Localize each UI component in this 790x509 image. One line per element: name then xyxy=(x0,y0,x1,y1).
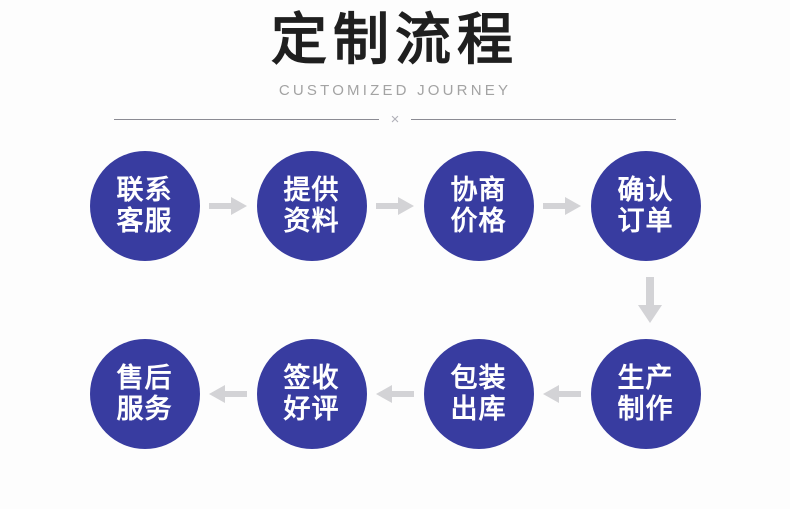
flow-node-label-line1: 售后 xyxy=(116,363,173,394)
flow-node-label-line2: 资料 xyxy=(283,206,340,237)
arrow-left-icon xyxy=(534,381,591,407)
flow-node-label-line2: 客服 xyxy=(116,206,173,237)
flow-node-label-line2: 订单 xyxy=(617,206,674,237)
flow-node-label-line2: 好评 xyxy=(283,394,340,425)
flow-connector xyxy=(0,261,790,339)
arrow-right-icon xyxy=(534,193,591,219)
arrow-right-icon xyxy=(367,193,424,219)
flow-node-label-line1: 协商 xyxy=(450,175,507,206)
flow-node-label-line1: 签收 xyxy=(283,363,340,394)
page-header: 定制流程 CUSTOMIZED JOURNEY × xyxy=(0,0,790,127)
divider-line-right xyxy=(411,119,677,120)
flow-node-sign-and-review[interactable]: 签收 好评 xyxy=(256,339,367,449)
flow-node-confirm-order[interactable]: 确认 订单 xyxy=(590,151,701,261)
flow-row-1: 联系 客服 提供 资料 协商 价格 确认 订单 xyxy=(0,151,790,261)
page-title: 定制流程 xyxy=(271,8,519,73)
flow-node-label-line1: 提供 xyxy=(283,175,340,206)
flow-node-label-line1: 联系 xyxy=(116,175,173,206)
divider-line-left xyxy=(114,119,379,120)
divider-cross-icon: × xyxy=(390,111,400,128)
arrow-right-icon xyxy=(200,193,257,219)
page-subtitle: CUSTOMIZED JOURNEY xyxy=(278,82,512,99)
flow-node-after-sales-service[interactable]: 售后 服务 xyxy=(89,339,200,449)
flow-node-label-line2: 出库 xyxy=(450,394,507,425)
divider: × xyxy=(114,111,677,128)
flow-node-label-line2: 制作 xyxy=(617,394,674,425)
process-flow: 联系 客服 提供 资料 协商 价格 确认 订单 xyxy=(0,151,790,449)
flow-node-packaging-shipment[interactable]: 包装 出库 xyxy=(423,339,534,449)
arrow-left-icon xyxy=(367,381,424,407)
flow-node-label-line1: 确认 xyxy=(617,175,674,206)
flow-node-label-line1: 生产 xyxy=(617,363,674,394)
flow-node-negotiate-price[interactable]: 协商 价格 xyxy=(423,151,534,261)
flow-node-label-line2: 服务 xyxy=(116,394,173,425)
arrow-down-icon xyxy=(637,277,663,323)
flow-node-label-line2: 价格 xyxy=(450,206,507,237)
flow-node-contact-service[interactable]: 联系 客服 xyxy=(89,151,200,261)
arrow-left-icon xyxy=(200,381,257,407)
flow-node-label-line1: 包装 xyxy=(450,363,507,394)
flow-node-provide-materials[interactable]: 提供 资料 xyxy=(256,151,367,261)
flow-node-production[interactable]: 生产 制作 xyxy=(590,339,701,449)
flow-row-2: 售后 服务 签收 好评 包装 出库 生产 制作 xyxy=(0,339,790,449)
